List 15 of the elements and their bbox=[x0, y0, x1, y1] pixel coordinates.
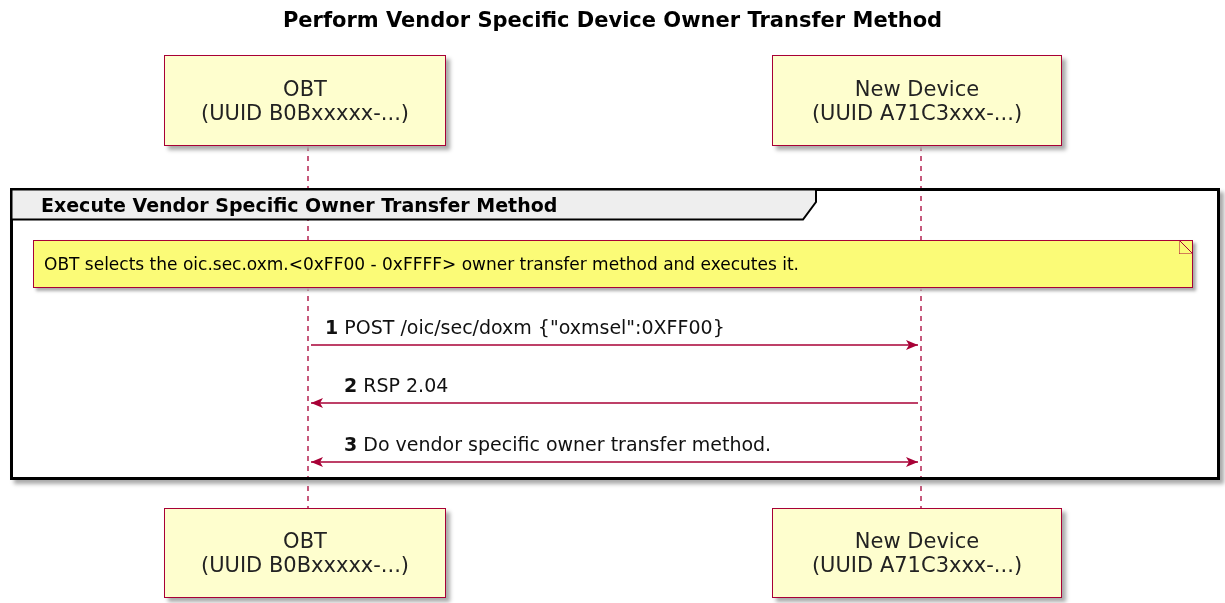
message-arrow bbox=[310, 340, 919, 350]
frame-heading: Execute Vendor Specific Owner Transfer Method bbox=[41, 194, 558, 216]
message-arrow bbox=[310, 398, 919, 408]
message-arrow bbox=[310, 457, 919, 467]
group-frame bbox=[10, 188, 1220, 480]
lifeline bbox=[918, 146, 924, 508]
participant-box: New Device (UUID A71C3xxx-...) bbox=[772, 55, 1062, 146]
note-box: OBT selects the oic.sec.oxm.<0xFF00 - 0xFFFF> owner transfer method and executes it. bbox=[33, 240, 1193, 288]
diagram-title: Perform Vendor Specific Device Owner Transfer Method bbox=[281, 8, 944, 32]
message-label: 1 POST /oic/sec/doxm {"oxmsel":0XFF00} bbox=[325, 316, 725, 338]
message-label: 2 RSP 2.04 bbox=[344, 374, 449, 396]
participant-box: New Device (UUID A71C3xxx-...) bbox=[772, 508, 1062, 598]
participant-box: OBT (UUID B0Bxxxxx-...) bbox=[164, 55, 446, 146]
message-label: 3 Do vendor specific owner transfer method. bbox=[344, 433, 772, 455]
participant-box: OBT (UUID B0Bxxxxx-...) bbox=[164, 508, 446, 598]
